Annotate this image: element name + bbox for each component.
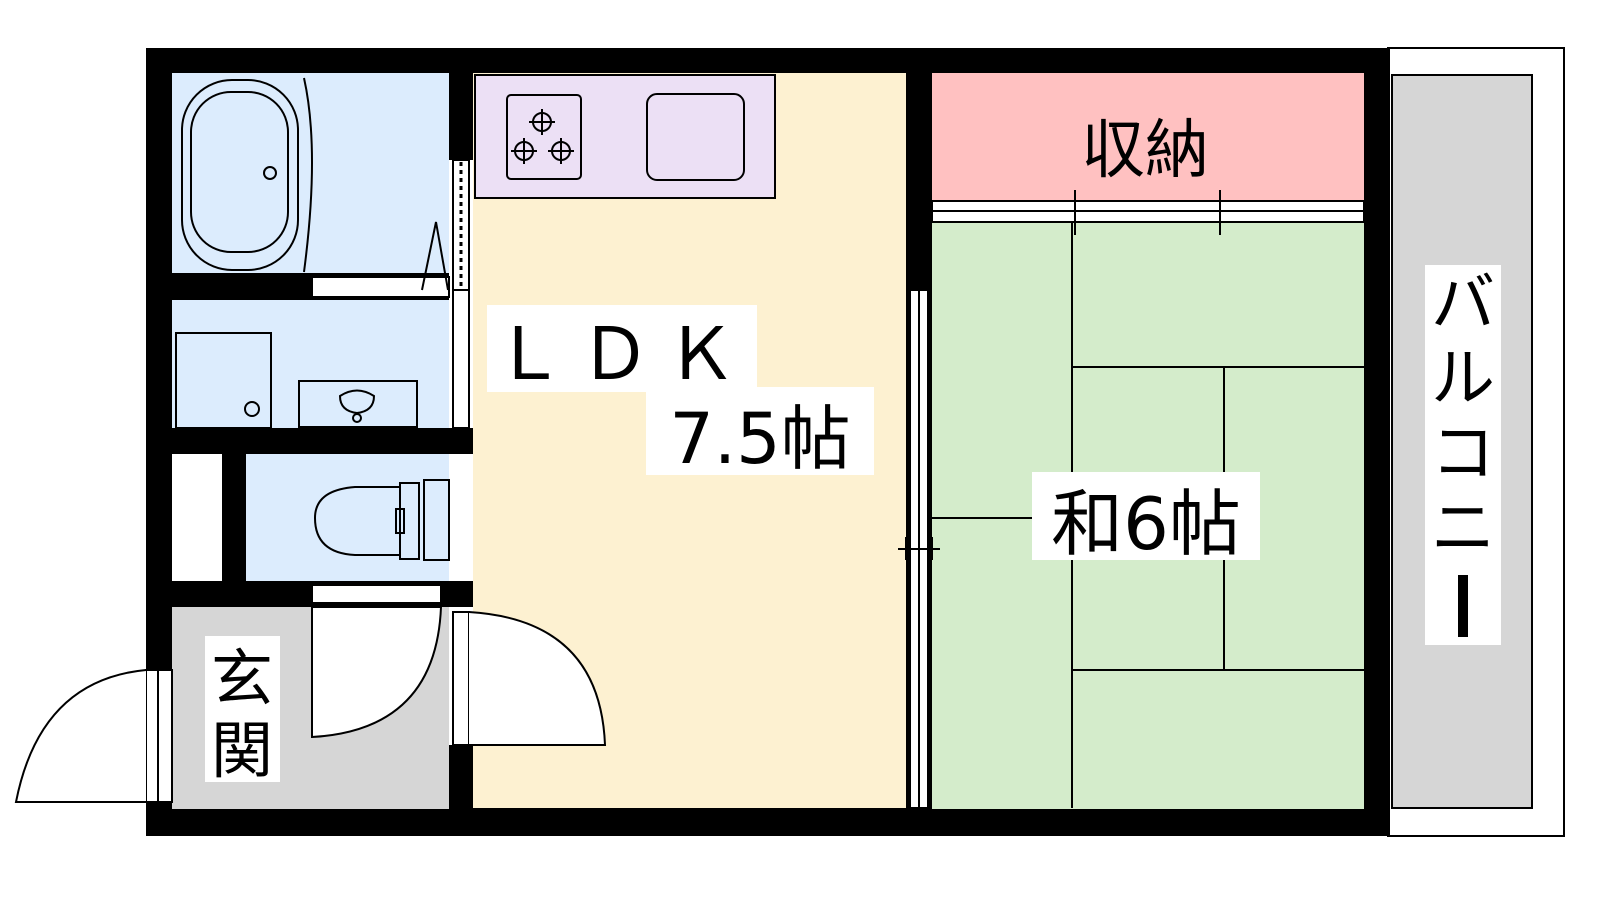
swing-door-icon	[14, 669, 147, 803]
front-door[interactable]	[14, 669, 173, 803]
interior-walls	[172, 73, 932, 808]
balcony-label-4: ニ	[1431, 492, 1495, 566]
inner-door[interactable]	[311, 606, 443, 739]
washitsu-label-text: 和6帖	[1051, 482, 1241, 566]
balcony-label-3: コ	[1431, 417, 1495, 491]
sliding-doors	[311, 159, 1365, 809]
bathtub-icon	[181, 77, 449, 291]
ldk-label: ＬＤＫ 7.5帖	[487, 305, 874, 480]
entrance-label: 玄 関	[205, 636, 280, 787]
ldk-door[interactable]	[452, 611, 607, 746]
swing-door-icon	[468, 611, 607, 746]
balcony-label-5	[1458, 575, 1468, 637]
sink-icon	[646, 93, 745, 181]
stove-icon	[506, 94, 582, 180]
toilet-icon	[313, 479, 450, 561]
balcony-label-1: バ	[1431, 267, 1495, 341]
washitsu-label: 和6帖	[1032, 472, 1260, 566]
storage-room	[932, 73, 1364, 201]
washroom	[172, 300, 449, 428]
balcony-label-2: ル	[1431, 342, 1495, 416]
swing-door-icon	[311, 606, 443, 739]
ldk-size-text: 7.5帖	[669, 398, 850, 480]
storage-label: 収納	[1081, 114, 1209, 188]
closet-white	[172, 454, 222, 581]
balcony: バ ル コ ニ	[1387, 47, 1565, 837]
bathroom	[172, 73, 449, 273]
ldk-label-text: ＬＤＫ	[493, 312, 751, 396]
entrance-label-1: 玄	[211, 642, 273, 715]
storage-label-text: 収納	[1081, 114, 1209, 188]
entrance-label-2: 関	[211, 714, 273, 787]
washbasin-icon	[175, 332, 418, 429]
